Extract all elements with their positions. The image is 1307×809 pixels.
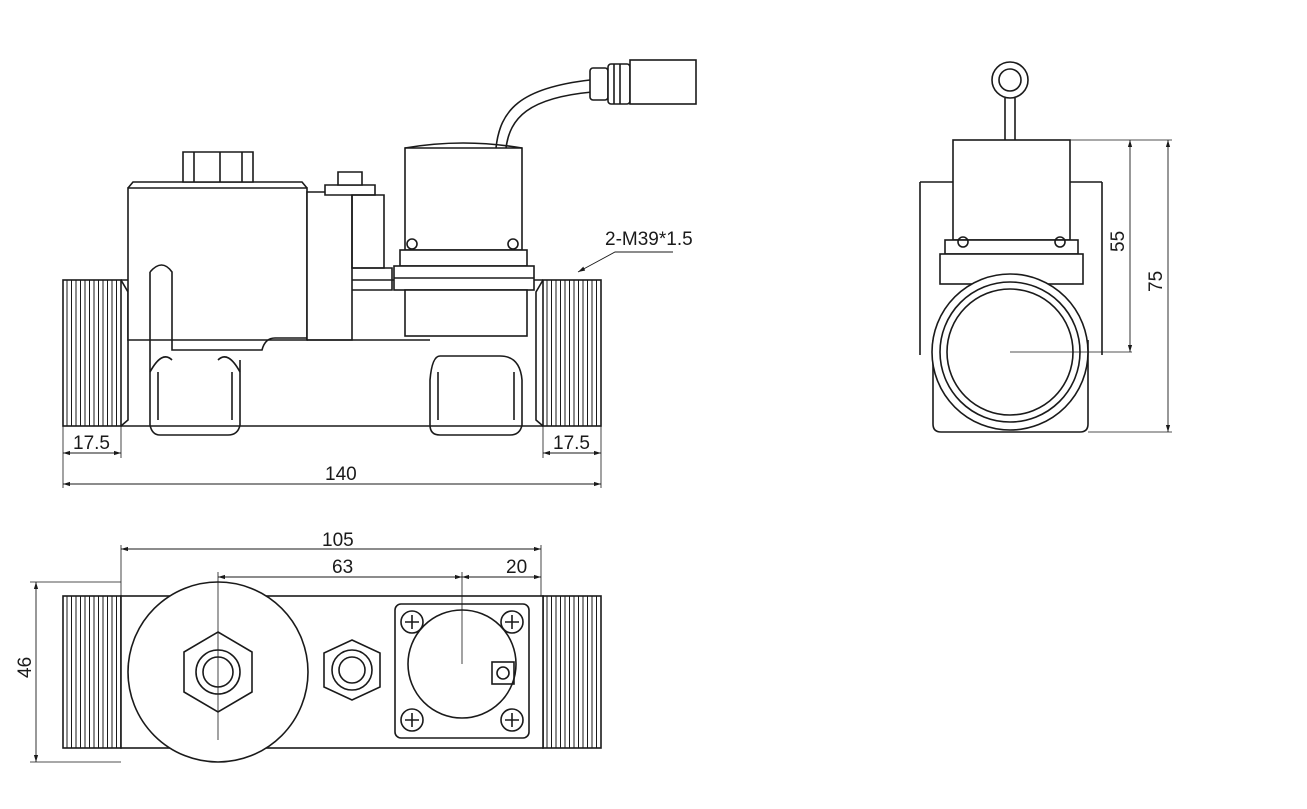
overall-length-dim: 140 [325,464,357,485]
center-height-dim: 55 [1108,231,1129,252]
width-dim: 46 [15,657,36,678]
center-distance-dim: 63 [332,557,353,578]
front-view: 2-M39*1.5 17.5 17.5 140 [62,59,697,488]
thread-left-dim: 17.5 [73,433,110,454]
front-dimensions: 17.5 17.5 140 [62,426,602,488]
side-view: 55 75 [919,61,1172,433]
thread-callout: 2-M39*1.5 [577,229,693,273]
cable-plug [495,59,697,149]
offset-dim: 20 [506,557,527,578]
inner-length-dim: 105 [322,530,354,551]
left-thread [62,279,122,427]
overall-height-dim: 75 [1146,271,1167,292]
thread-right-dim: 17.5 [553,433,590,454]
right-thread [542,279,602,427]
left-body-block [127,151,308,436]
solenoid-coil [393,142,535,337]
callout-label: 2-M39*1.5 [605,229,693,250]
middle-body-block [306,171,430,341]
top-view: 105 63 20 46 [15,530,602,763]
